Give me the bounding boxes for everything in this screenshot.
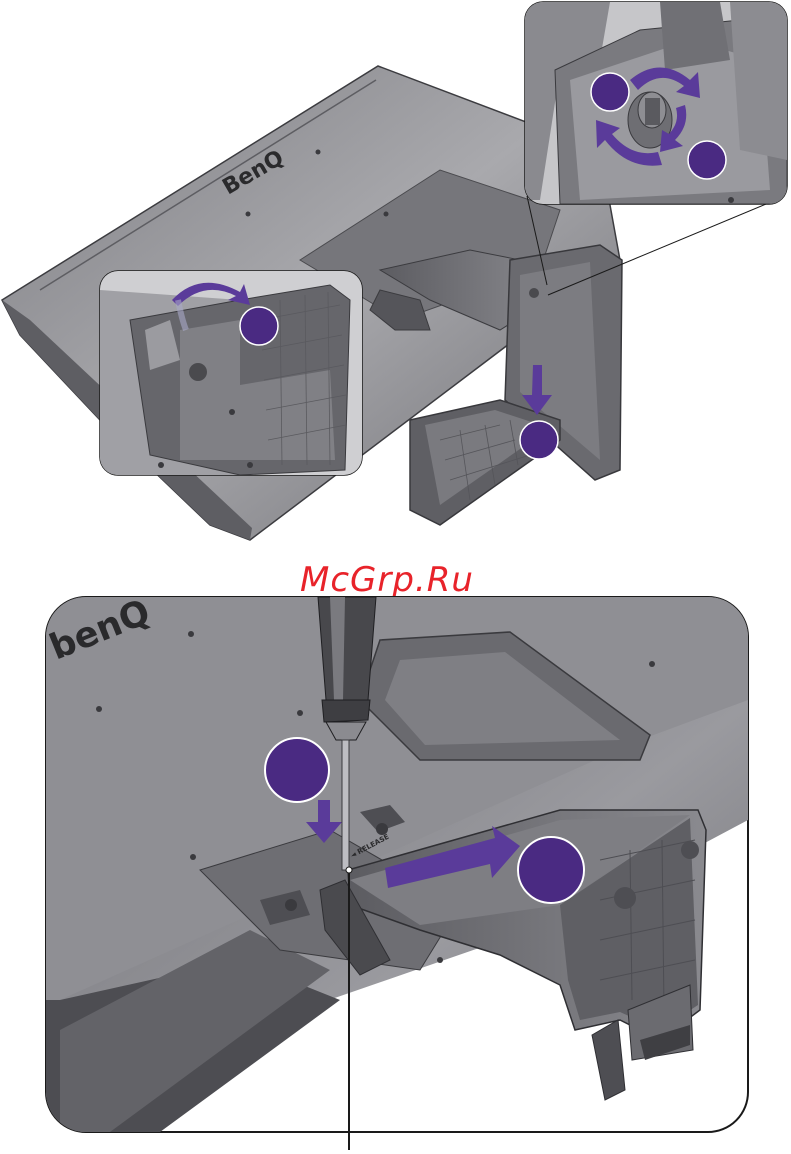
watermark-text: McGrp.Ru [300,560,474,600]
release-detail-bottom: benQ ◄ RELEASE [44,591,748,1150]
inset-screw-detail [525,2,787,204]
callout-circle-step [591,73,629,111]
callout-circle-step [688,141,726,179]
callout-circle-step [265,738,329,802]
callout-circle-step [520,421,558,459]
inset-hinge-detail [100,271,362,475]
callout-circle-step [518,837,584,903]
callout-circle-step [240,307,278,345]
